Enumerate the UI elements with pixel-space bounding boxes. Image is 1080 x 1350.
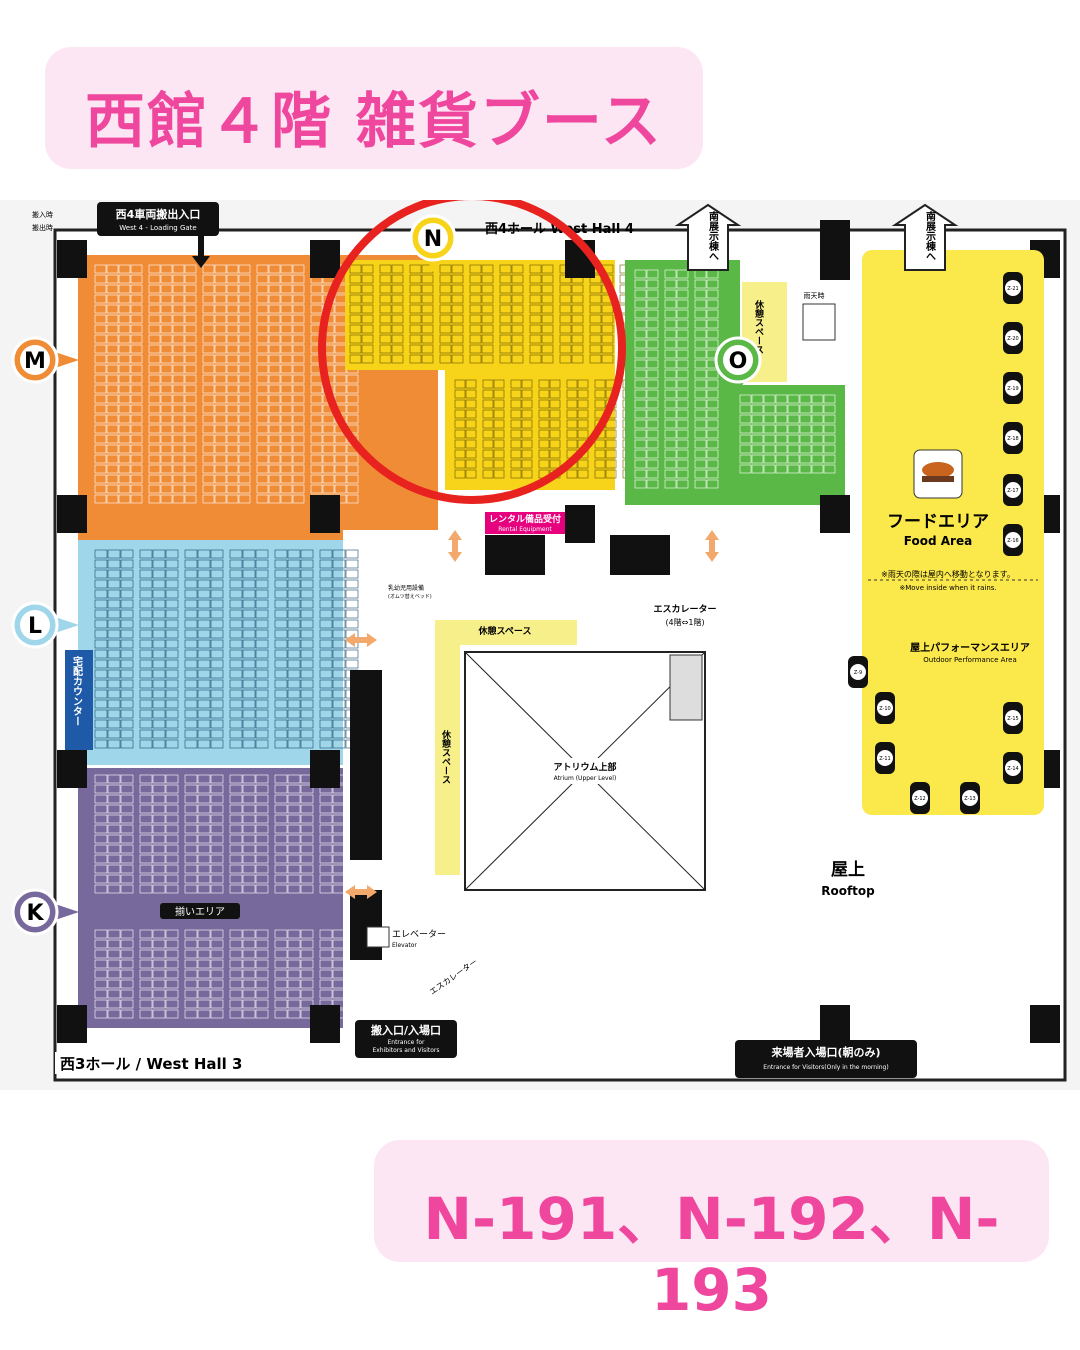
svg-text:Z-20: Z-20 bbox=[1007, 336, 1019, 342]
svg-text:Entrance for Visitors(Only in: Entrance for Visitors(Only in the mornin… bbox=[763, 1064, 888, 1071]
z-marker: Z-18 bbox=[1003, 422, 1023, 454]
svg-text:Z-13: Z-13 bbox=[964, 796, 976, 802]
svg-text:西4車両搬出入口: 西4車両搬出入口 bbox=[116, 207, 201, 221]
svg-text:レンタル備品受付: レンタル備品受付 bbox=[489, 513, 561, 525]
z-marker: Z-10 bbox=[875, 692, 895, 724]
z-marker: Z-20 bbox=[1003, 322, 1023, 354]
svg-text:Z-21: Z-21 bbox=[1007, 286, 1019, 292]
escalator bbox=[669, 654, 703, 721]
hall-4-label: 西4ホール West Hall 4 bbox=[485, 222, 634, 237]
svg-text:休憩スペース: 休憩スペース bbox=[478, 625, 532, 637]
rental-counter bbox=[485, 512, 565, 534]
south-hall-arrow-2: 南展示棟へ bbox=[891, 203, 959, 271]
z-marker: Z-15 bbox=[1003, 702, 1023, 734]
south-hall-arrow-1: 南展示棟へ bbox=[674, 203, 742, 271]
svg-text:West 4 - Loading Gate: West 4 - Loading Gate bbox=[119, 224, 196, 232]
loading-gate bbox=[97, 202, 219, 236]
svg-text:アトリウム上部: アトリウム上部 bbox=[553, 761, 616, 773]
zone-k-area bbox=[78, 768, 359, 1028]
z-marker: Z-19 bbox=[1003, 372, 1023, 404]
title-banner: 西館４階 雑貨ブース bbox=[45, 47, 703, 169]
svg-text:※Move inside when it rains.: ※Move inside when it rains. bbox=[899, 584, 996, 592]
svg-text:Z-15: Z-15 bbox=[1007, 716, 1019, 722]
zone-l-area bbox=[78, 540, 359, 765]
svg-text:揃いエリア: 揃いエリア bbox=[175, 905, 225, 918]
zone-pin-o: O bbox=[714, 336, 762, 394]
svg-text:Z-19: Z-19 bbox=[1007, 386, 1019, 392]
svg-text:※雨天の際は屋内へ移動となります。: ※雨天の際は屋内へ移動となります。 bbox=[881, 569, 1015, 579]
z-marker: Z-16 bbox=[1003, 524, 1023, 556]
svg-text:Z-10: Z-10 bbox=[879, 706, 891, 712]
svg-text:Rooftop: Rooftop bbox=[821, 884, 875, 898]
z-marker: Z-14 bbox=[1003, 752, 1023, 784]
svg-text:Food Area: Food Area bbox=[904, 534, 972, 548]
svg-text:Atrium (Upper Level): Atrium (Upper Level) bbox=[554, 775, 617, 782]
svg-text:休憩スペース: 休憩スペース bbox=[753, 299, 765, 354]
svg-text:乳幼児用設備: 乳幼児用設備 bbox=[388, 584, 424, 592]
svg-text:宅配カウンター: 宅配カウンター bbox=[71, 655, 83, 726]
svg-text:N: N bbox=[424, 227, 442, 252]
svg-text:(オムツ替えベッド): (オムツ替えベッド) bbox=[388, 593, 432, 600]
zone-pin-l: L bbox=[11, 601, 79, 649]
svg-text:南展示棟へ: 南展示棟へ bbox=[707, 210, 719, 261]
svg-text:M: M bbox=[24, 349, 46, 374]
svg-text:L: L bbox=[28, 614, 42, 639]
highlight-circle bbox=[318, 200, 626, 504]
booth-banner: N-191、N-192、N-193 bbox=[374, 1140, 1049, 1324]
svg-text:Outdoor Performance Area: Outdoor Performance Area bbox=[923, 656, 1017, 664]
zone-pin-n: N bbox=[409, 214, 457, 272]
svg-text:Z-14: Z-14 bbox=[1007, 766, 1019, 772]
svg-text:雨天時: 雨天時 bbox=[804, 292, 825, 300]
svg-text:Exhibitors and Visitors: Exhibitors and Visitors bbox=[372, 1047, 439, 1054]
svg-text:(4階⇔1階): (4階⇔1階) bbox=[665, 617, 704, 627]
svg-text:搬出時: 搬出時 bbox=[32, 223, 53, 232]
z-marker: Z-12 bbox=[910, 782, 930, 814]
svg-text:Z-9: Z-9 bbox=[854, 670, 862, 676]
floor-map: レンタル備品受付 Rental Equipment フードエリア Food Ar… bbox=[0, 200, 1080, 1090]
svg-text:Z-11: Z-11 bbox=[879, 756, 891, 762]
svg-text:Elevator: Elevator bbox=[392, 942, 417, 949]
svg-text:搬入口/入場口: 搬入口/入場口 bbox=[371, 1023, 441, 1037]
svg-text:フードエリア: フードエリア bbox=[887, 512, 989, 532]
zone-pin-m: M bbox=[11, 336, 79, 384]
svg-text:Z-16: Z-16 bbox=[1007, 538, 1019, 544]
svg-text:エレベーター: エレベーター bbox=[392, 929, 446, 940]
z-marker: Z-11 bbox=[875, 742, 895, 774]
svg-text:Z-12: Z-12 bbox=[914, 796, 926, 802]
svg-text:Z-18: Z-18 bbox=[1007, 436, 1019, 442]
svg-text:Z-17: Z-17 bbox=[1007, 488, 1019, 494]
svg-text:搬入時: 搬入時 bbox=[32, 210, 53, 219]
z-marker: Z-17 bbox=[1003, 474, 1023, 506]
booth-numbers: N-191、N-192、N-193 bbox=[423, 1185, 1000, 1324]
visitor-entrance-sign bbox=[735, 1040, 917, 1078]
svg-text:エスカレーター: エスカレーター bbox=[653, 603, 716, 615]
entrance-sign bbox=[355, 1020, 457, 1058]
delivery-counter bbox=[65, 650, 93, 750]
svg-text:休憩スペース: 休憩スペース bbox=[440, 729, 452, 784]
svg-text:K: K bbox=[26, 901, 44, 926]
svg-text:O: O bbox=[729, 349, 748, 374]
food-area bbox=[862, 250, 1044, 815]
svg-text:南展示棟へ: 南展示棟へ bbox=[924, 210, 936, 261]
z-marker: Z-9 bbox=[848, 656, 868, 688]
z-marker: Z-21 bbox=[1003, 272, 1023, 304]
atrium-upper: アトリウム上部 Atrium (Upper Level) bbox=[464, 651, 706, 891]
hall-3-label: 西3ホール / West Hall 3 bbox=[60, 1055, 242, 1073]
zone-m-area bbox=[78, 255, 438, 545]
elevator-icon bbox=[366, 926, 390, 948]
svg-text:屋上パフォーマンスエリア: 屋上パフォーマンスエリア bbox=[910, 641, 1030, 654]
svg-text:屋上: 屋上 bbox=[831, 860, 865, 880]
svg-text:来場者入場口(朝のみ): 来場者入場口(朝のみ) bbox=[770, 1045, 880, 1059]
page-title: 西館４階 雑貨ブース bbox=[85, 87, 663, 157]
z-marker: Z-13 bbox=[960, 782, 980, 814]
svg-text:Entrance for: Entrance for bbox=[387, 1039, 425, 1046]
svg-text:Rental Equipment: Rental Equipment bbox=[498, 526, 552, 533]
zone-pin-k: K bbox=[11, 888, 79, 936]
